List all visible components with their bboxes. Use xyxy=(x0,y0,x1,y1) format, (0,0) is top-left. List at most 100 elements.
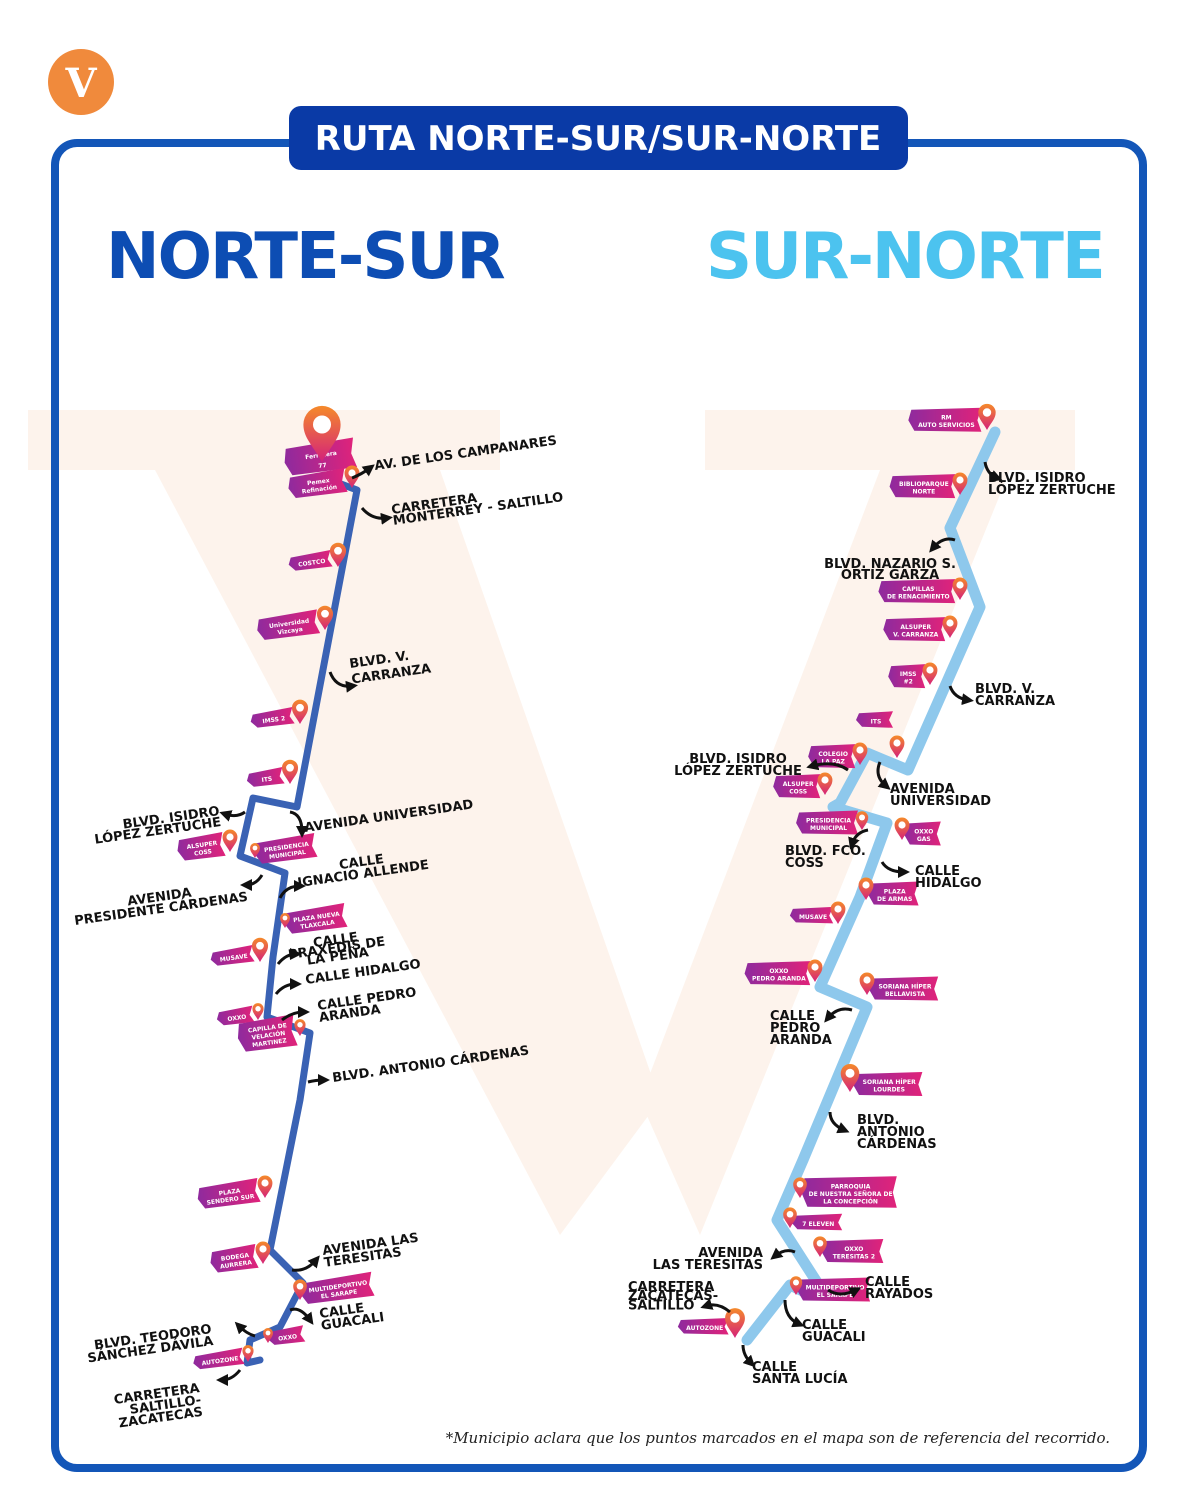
stop-pin[interactable] xyxy=(855,811,869,830)
stop-pin[interactable] xyxy=(952,577,968,600)
stop-pin[interactable] xyxy=(303,405,341,462)
route-stop[interactable]: MUSAVE xyxy=(789,901,846,924)
stop-pin[interactable] xyxy=(858,877,874,900)
stop-pin[interactable] xyxy=(316,605,334,630)
stop-name-line: RM xyxy=(941,415,952,422)
stop-pin[interactable] xyxy=(793,1177,807,1198)
stop-pin[interactable] xyxy=(257,1175,273,1198)
stop-name-line: ITS xyxy=(871,718,882,725)
route-stop[interactable]: IMSS 2 xyxy=(249,699,309,730)
pin-hole xyxy=(265,1330,271,1336)
page-title: RUTA NORTE-SUR/SUR-NORTE xyxy=(315,119,882,159)
stop-pin[interactable] xyxy=(725,1308,745,1338)
tag-banner xyxy=(177,831,226,861)
stop-name: OXXO xyxy=(227,1014,247,1024)
route-stop[interactable]: ITS xyxy=(246,759,299,789)
stop-pin[interactable] xyxy=(952,472,968,495)
route-stop[interactable]: PLAZASENDERO SUR xyxy=(196,1175,273,1211)
route-stop[interactable]: ALSUPERCOSS xyxy=(176,829,238,863)
stop-pin[interactable] xyxy=(978,403,996,430)
stop-pin[interactable] xyxy=(329,542,347,567)
stop-pin[interactable] xyxy=(852,742,868,765)
stop-name-line: OXXO xyxy=(278,1333,298,1343)
stop-pin[interactable] xyxy=(830,901,846,924)
pin-hole xyxy=(893,739,901,747)
stop-pin[interactable] xyxy=(889,735,905,758)
route-stop[interactable]: BODEGAAURRERA xyxy=(209,1241,271,1275)
stop-pin[interactable] xyxy=(281,759,299,784)
stop-name: ITS xyxy=(261,776,273,784)
stop-tag: PemexRefinación xyxy=(288,467,348,499)
stop-pin[interactable] xyxy=(817,772,833,795)
route-stop[interactable]: Ferretera77 xyxy=(282,405,358,477)
stop-pin[interactable] xyxy=(222,829,238,852)
route-stop[interactable]: ITS xyxy=(856,711,905,758)
stop-pin[interactable] xyxy=(251,937,269,962)
turn-arrow-icon xyxy=(328,671,358,693)
stop-pin[interactable] xyxy=(894,817,910,840)
route-stop[interactable]: PRESIDENCIAMUNICIPAL xyxy=(250,833,318,865)
stop-name-line: ITS xyxy=(261,776,273,784)
route-stop[interactable]: COSTCO xyxy=(287,542,347,573)
stop-pin[interactable] xyxy=(280,913,290,928)
turn-arrow-icon xyxy=(848,828,869,850)
stop-name: PemexRefinación xyxy=(300,476,337,495)
stop-pin[interactable] xyxy=(942,615,958,638)
stop-pin[interactable] xyxy=(789,1276,803,1295)
route-stop[interactable]: CAPILLA DEVELACIÓNMARTINEZ xyxy=(236,1014,306,1053)
pin-hole xyxy=(296,1282,304,1290)
stop-pin[interactable] xyxy=(783,1207,797,1228)
stop-pin[interactable] xyxy=(242,1345,254,1362)
route-stop[interactable]: 7 ELEVEN xyxy=(783,1207,843,1231)
map-pin-icon xyxy=(263,1328,273,1343)
stop-pin[interactable] xyxy=(252,1003,264,1020)
route-stop[interactable]: AUTOZONE xyxy=(677,1308,745,1338)
stop-name-line: LA CONCEPCIÓN xyxy=(823,1198,878,1205)
route-stop[interactable]: IMSS#2 xyxy=(888,662,938,689)
stop-pin[interactable] xyxy=(263,1328,273,1343)
stop-pin[interactable] xyxy=(840,1063,860,1092)
stop-pin[interactable] xyxy=(291,699,309,724)
route-stop[interactable]: MUSAVE xyxy=(209,937,269,968)
stop-pin[interactable] xyxy=(293,1279,307,1300)
stop-pin[interactable] xyxy=(859,972,875,995)
stop-pin[interactable] xyxy=(294,1019,306,1036)
map-pin-icon xyxy=(255,1241,271,1264)
route-stop[interactable]: PemexRefinación xyxy=(287,465,360,500)
stop-pin[interactable] xyxy=(922,662,938,685)
route-stop[interactable]: UniversidadVizcaya xyxy=(256,605,334,642)
stop-pin[interactable] xyxy=(255,1241,271,1264)
stop-pin[interactable] xyxy=(813,1236,827,1257)
tag-banner xyxy=(773,774,821,799)
route-stop[interactable]: PLAZA NUEVATLAXCALA xyxy=(280,903,348,935)
street-name-line: CARRANZA xyxy=(975,694,1055,709)
stop-pin[interactable] xyxy=(250,843,260,858)
route-stop[interactable]: OXXO xyxy=(216,1003,264,1027)
route-stop[interactable]: MULTIDEPORTIVOEL SARAPE xyxy=(293,1271,375,1306)
route-stop[interactable]: AUTOZONE xyxy=(192,1345,254,1371)
map-pin-icon xyxy=(725,1308,745,1338)
route-stop[interactable]: OXXO xyxy=(263,1325,306,1346)
stop-pin[interactable] xyxy=(807,959,823,982)
